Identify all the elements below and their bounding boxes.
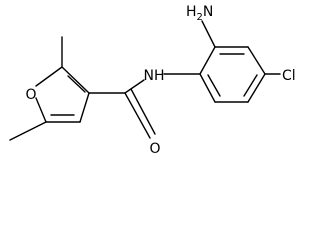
- carbonyl-oxygen-label: O: [149, 141, 160, 157]
- amine-hydrogen: H: [186, 4, 197, 20]
- bonds: [9, 20, 281, 141]
- bond-c5-methyl: [9, 121, 47, 141]
- chlorine-label: Cl: [282, 68, 296, 84]
- furan-oxygen-label: O: [25, 87, 36, 103]
- bond-c3-c4: [79, 92, 90, 123]
- bond-b4-b5: [247, 73, 266, 103]
- bond-b6-b1: [199, 73, 216, 103]
- bond-b3-b4: [247, 46, 266, 75]
- bond-b2-nh2: [201, 20, 216, 48]
- amine-subscript: 2: [197, 12, 203, 23]
- bond-carbonyl-o-1: [124, 92, 151, 139]
- amine-nitrogen: N: [203, 4, 213, 20]
- bond-c2-c3-single: [61, 66, 90, 94]
- bond-o-c2: [35, 66, 63, 87]
- bond-c5-o: [35, 97, 47, 123]
- bond-carbonyl-o-2: [130, 88, 156, 135]
- bond-b1-b6-inner: [207, 74, 221, 97]
- structure-canvas: O NH O Cl H2N: [9, 4, 296, 157]
- bond-carbonyl-n: [124, 79, 145, 94]
- atom-labels: O NH O Cl H2N: [25, 4, 295, 157]
- amide-nitrogen-label: NH: [144, 68, 165, 84]
- bond-c2-c3-double: [67, 75, 86, 93]
- bond-b4-b5-inner: [243, 74, 258, 97]
- chemical-structure: O NH O Cl H2N: [9, 4, 296, 157]
- bond-b1-b2: [199, 46, 216, 75]
- amine-label: H2N: [186, 4, 213, 23]
